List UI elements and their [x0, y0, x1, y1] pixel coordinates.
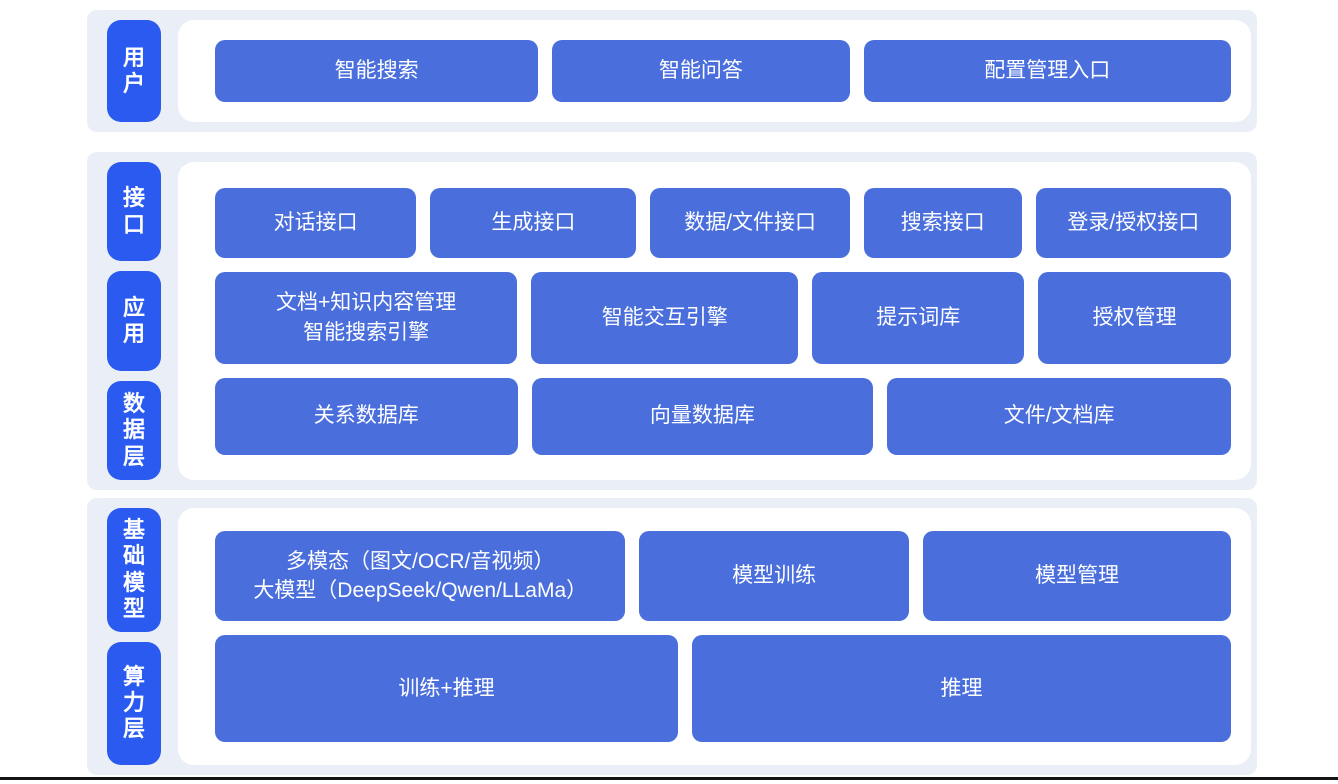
layer-label-column: 接口应用数据层 [107, 162, 161, 480]
user-layer-label: 用户 [107, 20, 161, 122]
prompt-library-node: 提示词库 [812, 271, 1025, 364]
node-row: 文档+知识内容管理 智能搜索引擎智能交互引擎提示词库授权管理 [215, 271, 1231, 364]
node-row: 关系数据库向量数据库文件/文档库 [215, 377, 1231, 455]
smart-interaction-engine-node: 智能交互引擎 [531, 271, 799, 364]
architecture-diagram: 用户智能搜索智能问答配置管理入口接口应用数据层对话接口生成接口数据/文件接口搜索… [87, 10, 1257, 775]
node-row: 多模态（图文/OCR/音视频） 大模型（DeepSeek/Qwen/LLaMa）… [215, 531, 1231, 621]
compute-layer-label-text: 算力层 [122, 663, 145, 742]
model-training-node: 模型训练 [639, 531, 909, 621]
smart-search-node: 智能搜索 [215, 40, 539, 102]
bottom-divider [0, 777, 1338, 780]
model-management-node: 模型管理 [922, 531, 1231, 621]
dialog-api-node: 对话接口 [215, 187, 417, 258]
compute-layer-label: 算力层 [107, 641, 161, 765]
relational-db-node: 关系数据库 [215, 377, 518, 455]
vector-db-node: 向量数据库 [531, 377, 874, 455]
base-panel: 多模态（图文/OCR/音视频） 大模型（DeepSeek/Qwen/LLaMa）… [178, 508, 1251, 765]
layer-section-user: 用户 智能搜索智能问答配置管理入口 [87, 10, 1257, 132]
data-layer-label-text: 数据层 [122, 390, 145, 469]
file-doc-store-node: 文件/文档库 [887, 377, 1231, 455]
application-layer-label: 应用 [107, 271, 161, 371]
search-api-node: 搜索接口 [863, 187, 1022, 258]
middle-panel: 对话接口生成接口数据/文件接口搜索接口登录/授权接口文档+知识内容管理 智能搜索… [178, 162, 1251, 480]
inference-node: 推理 [691, 635, 1231, 742]
layer-label-column: 基础模型算力层 [107, 508, 161, 765]
generation-api-node: 生成接口 [430, 187, 637, 258]
layer-section-base: 基础模型算力层多模态（图文/OCR/音视频） 大模型（DeepSeek/Qwen… [87, 498, 1257, 775]
login-auth-api-node: 登录/授权接口 [1035, 187, 1231, 258]
user-panel: 智能搜索智能问答配置管理入口 [178, 20, 1251, 122]
user-layer-label-text: 用户 [122, 44, 145, 96]
foundation-model-layer-label-text: 基础模型 [122, 516, 145, 622]
node-row: 对话接口生成接口数据/文件接口搜索接口登录/授权接口 [215, 187, 1231, 258]
layer-section-middle: 接口应用数据层对话接口生成接口数据/文件接口搜索接口登录/授权接口文档+知识内容… [87, 152, 1257, 490]
foundation-model-layer-label: 基础模型 [107, 508, 161, 632]
data-file-api-node: 数据/文件接口 [650, 187, 850, 258]
config-management-entry-node: 配置管理入口 [863, 40, 1231, 102]
authorization-management-node: 授权管理 [1038, 271, 1231, 364]
training-inference-node: 训练+推理 [215, 635, 678, 742]
data-layer-label: 数据层 [107, 380, 161, 480]
node-row: 训练+推理推理 [215, 635, 1231, 742]
interface-layer-label-text: 接口 [122, 185, 145, 237]
layer-label-column: 用户 [107, 20, 161, 122]
application-layer-label-text: 应用 [122, 294, 145, 346]
multimodal-llm-node: 多模态（图文/OCR/音视频） 大模型（DeepSeek/Qwen/LLaMa） [215, 531, 626, 621]
node-row: 智能搜索智能问答配置管理入口 [215, 40, 1231, 102]
interface-layer-label: 接口 [107, 162, 161, 262]
smart-qa-node: 智能问答 [552, 40, 850, 102]
doc-knowledge-search-engine-node: 文档+知识内容管理 智能搜索引擎 [215, 271, 518, 364]
